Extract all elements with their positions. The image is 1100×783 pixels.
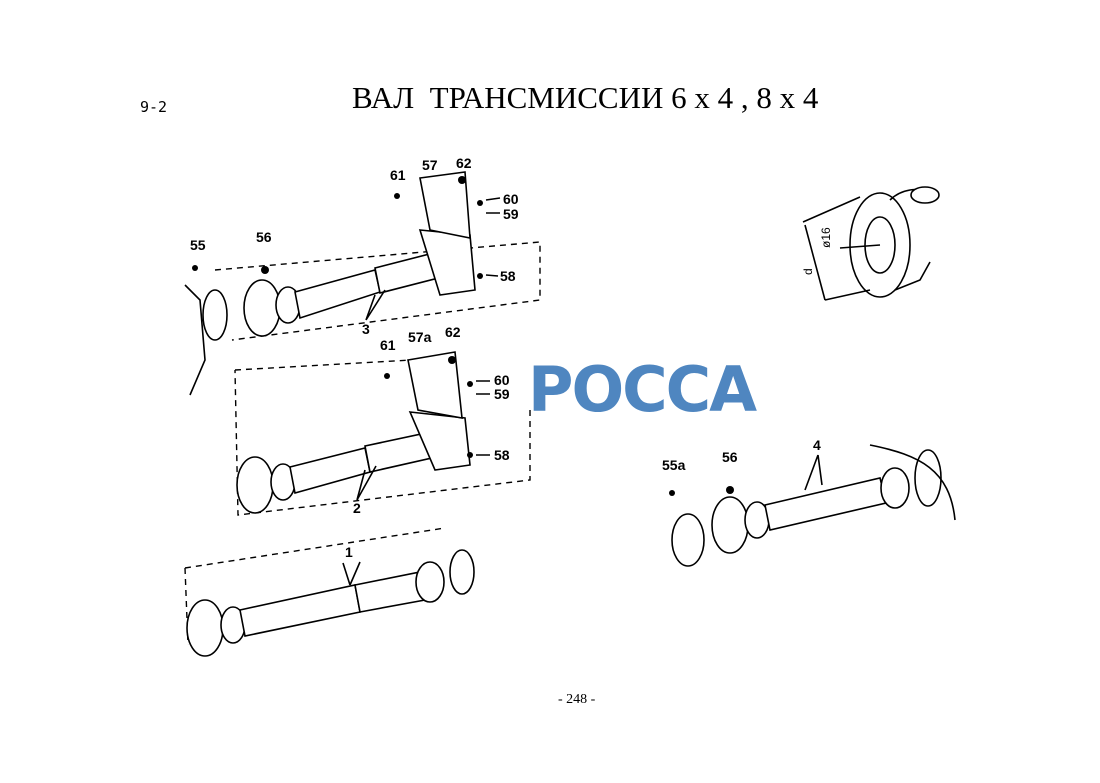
flange-detail: [802, 186, 940, 301]
callout-56: 56: [722, 449, 738, 465]
callout-61: 61: [380, 337, 396, 353]
callout-59: 59: [503, 206, 519, 222]
shaft-assembly-1: [184, 527, 475, 657]
shaft-assembly-4: [669, 444, 956, 567]
section-number: 9-2: [140, 98, 168, 116]
callout-2: 2: [353, 500, 361, 516]
callout-57a: 57a: [408, 329, 432, 345]
callout-60: 60: [503, 191, 519, 207]
callout-55: 55: [190, 237, 206, 253]
callout-62: 62: [456, 155, 472, 171]
shaft-assembly-2: [234, 351, 531, 516]
page-title: ВАЛ ТРАНСМИССИИ 6 x 4 , 8 x 4: [352, 80, 819, 115]
callout-4: 4: [813, 437, 821, 453]
callout-3: 3: [362, 321, 370, 337]
callout-58: 58: [500, 268, 516, 284]
dimension-d: d: [801, 268, 815, 275]
page-number: - 248 -: [558, 692, 596, 707]
callout-59: 59: [494, 386, 510, 402]
watermark-logo: РОССА: [528, 353, 757, 426]
callout-61: 61: [390, 167, 406, 183]
callout-62: 62: [445, 324, 461, 340]
callout-60: 60: [494, 372, 510, 388]
callout-58: 58: [494, 447, 510, 463]
callout-55a: 55a: [662, 457, 686, 473]
shaft-assembly-3: [184, 171, 541, 396]
dimension-phi16: ø16: [819, 227, 833, 248]
callout-56: 56: [256, 229, 272, 245]
callout-1: 1: [345, 544, 353, 560]
callout-57: 57: [422, 157, 438, 173]
